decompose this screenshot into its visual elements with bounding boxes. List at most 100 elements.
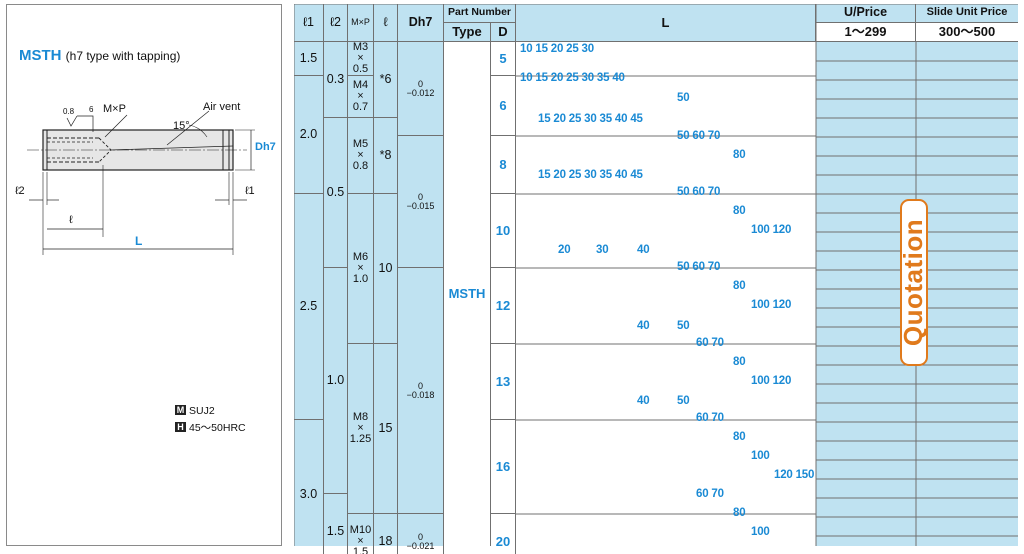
mxp-m: M3: [352, 41, 369, 53]
material-text: SUJ2: [189, 405, 215, 417]
l-cell: 15: [374, 344, 398, 514]
l-cell: 10: [374, 194, 398, 344]
type-cell: MSTH: [444, 42, 491, 546]
product-code: MSTH: [19, 47, 62, 64]
mxp-m: M4: [352, 79, 369, 91]
spec-cols-fill: [294, 42, 444, 546]
header-part-fill: [444, 4, 516, 42]
mxp-m: M5: [352, 138, 369, 150]
mxp-cell: M8×1.25: [348, 344, 374, 514]
L-value: 40: [637, 320, 650, 332]
header-slide-range: 300～500: [916, 22, 1018, 42]
L-value: 100 120: [751, 299, 792, 311]
L-value: 120 150: [774, 469, 815, 481]
header-dh7: Dh7: [398, 4, 444, 42]
L-value: 50: [677, 320, 690, 332]
header-part-number: Part Number: [444, 4, 516, 22]
l1-dim-label: ℓ1: [245, 185, 255, 197]
mxp-m: M10: [349, 524, 372, 536]
dh7-a: 0: [417, 191, 423, 202]
mxp-x: ×: [357, 149, 364, 161]
L-value: 40: [637, 244, 650, 256]
product-drawing-panel: MSTH (h7 type with tapping): [6, 4, 282, 546]
L-value: 50: [677, 395, 690, 407]
l2-cell: 1.5: [324, 494, 348, 554]
mxp-x: ×: [357, 262, 364, 274]
dh7-label: Dh7: [255, 141, 276, 153]
mxp-x: ×: [357, 422, 364, 434]
finish-6-label: 6: [89, 105, 94, 114]
header-L: L: [516, 4, 816, 42]
dh7-cell: 0−0.021: [398, 514, 444, 554]
l2-cell: 0.3: [324, 42, 348, 118]
L-value: 20: [558, 244, 571, 256]
header-mxp: M×P: [348, 4, 374, 42]
d-cell: 20: [491, 514, 516, 554]
header-l2: ℓ2: [324, 4, 348, 42]
quotation-stamp: Quotation: [899, 199, 929, 366]
l1-cell: 3.0: [294, 420, 324, 554]
header-l: ℓ: [374, 4, 398, 42]
mxp-p: 1.25: [349, 433, 372, 445]
hardness-badge: H: [175, 422, 186, 432]
d-cell: 8: [491, 136, 516, 194]
d-cell: 6: [491, 76, 516, 136]
L-value: 50 60 70: [677, 186, 721, 198]
l-cell: 18: [374, 514, 398, 554]
mxp-p: 0.8: [352, 160, 369, 172]
dh7-cell: 0−0.018: [398, 268, 444, 514]
L-value: 40: [637, 395, 650, 407]
air-vent-label: Air vent: [203, 101, 241, 113]
l-cell: *6: [374, 42, 398, 118]
L-value: 100 120: [751, 375, 792, 387]
L-value: 80: [733, 205, 746, 217]
L-value: 80: [733, 356, 746, 368]
mxp-p: 1.0: [352, 273, 369, 285]
L-value: 100: [751, 526, 770, 538]
dh7-a: 0: [417, 380, 423, 391]
d-cell: 10: [491, 194, 516, 268]
header-price-fill: [816, 4, 1018, 22]
mxp-p: 0.5: [352, 63, 369, 75]
d-cell: 5: [491, 42, 516, 76]
material-badge: M: [175, 405, 186, 415]
L-value: 50 60 70: [677, 130, 721, 142]
pin-drawing: [27, 110, 255, 255]
d-cell: 12: [491, 268, 516, 344]
thread-mxp-label: M×P: [103, 103, 126, 115]
l-dim-label: ℓ: [69, 214, 73, 226]
header-L-fill: [516, 4, 816, 42]
header-slide-price: Slide Unit Price: [926, 6, 1008, 19]
l2-dim-label: ℓ2: [15, 185, 25, 197]
mxp-m: M6: [352, 251, 369, 263]
L-value: 50 60 70: [677, 261, 721, 273]
finish-0-8-label: 0.8: [63, 107, 75, 116]
header-left-fill: [294, 4, 444, 42]
mxp-x: ×: [357, 90, 364, 102]
mxp-m: M8: [352, 411, 369, 423]
table-background: [294, 4, 1018, 546]
header-l1: ℓ1: [294, 4, 324, 42]
product-title: MSTH (h7 type with tapping): [19, 47, 180, 64]
L-value: 10 15 20 25 30 35 40: [520, 72, 625, 84]
L-value: 80: [733, 149, 746, 161]
spec-table: ℓ1 ℓ2 M×P ℓ Dh7 Part Number Type D L U/P…: [294, 4, 1018, 554]
mxp-x: ×: [357, 535, 364, 547]
dh7-cell: 0−0.015: [398, 136, 444, 268]
dh7-b: −0.012: [406, 87, 435, 98]
mxp-cell: M10×1.5: [348, 514, 374, 554]
header-uprice: U/Price: [816, 4, 916, 22]
mxp-cell: M3×0.5: [348, 42, 374, 76]
mxp-p: 0.7: [352, 101, 369, 113]
L-value: 50: [677, 92, 690, 104]
l1-cell: 2.5: [294, 194, 324, 420]
l1-cell: 2.0: [294, 76, 324, 194]
l-cell: *8: [374, 118, 398, 194]
L-value: 100 120: [751, 224, 792, 236]
hardness-text: 45～50HRC: [189, 422, 246, 434]
L-value: 80: [733, 280, 746, 292]
l2-cell: 1.0: [324, 268, 348, 494]
L-value: 100: [751, 450, 770, 462]
